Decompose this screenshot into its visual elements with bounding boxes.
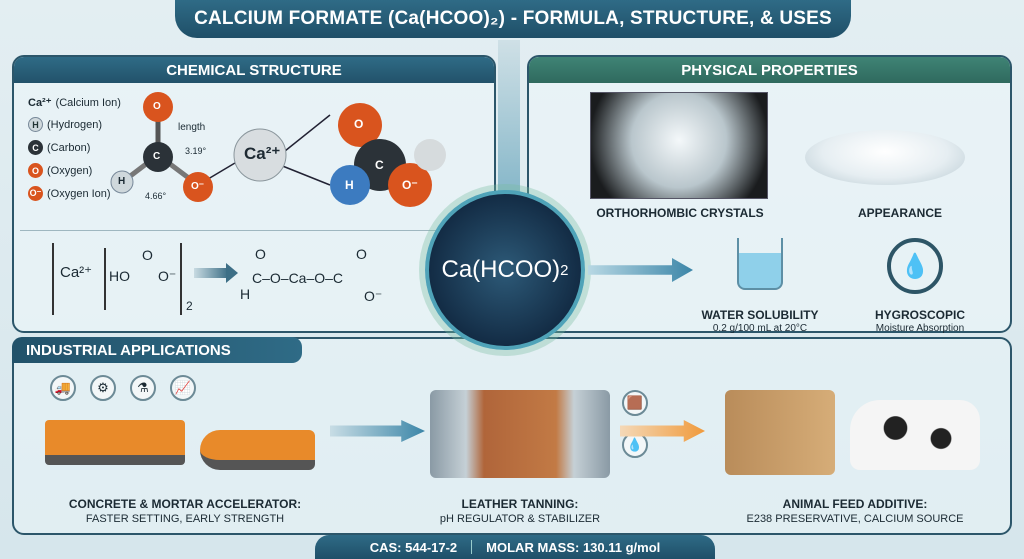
concrete-app-detail: FASTER SETTING, EARLY STRENGTH (85, 513, 285, 525)
atom-legend: Ca²⁺(Calcium Ion) H(Hydrogen) C(Carbon) … (28, 96, 121, 201)
powder-dish-image (805, 130, 965, 185)
physical-properties-header: PHYSICAL PROPERTIES (529, 57, 1010, 83)
feed-bags-illustration (725, 390, 835, 475)
legend-oxygen: O(Oxygen) (28, 163, 121, 178)
leather-app-title: LEATHER TANNING: (461, 497, 579, 511)
structure-divider (20, 230, 490, 231)
3d-o-label: O (354, 117, 364, 131)
formula-right-o-ion: O⁻ (364, 288, 383, 304)
water-solubility-detail: 0.2 g/100 mL at 20°C (712, 323, 808, 334)
truck-icon: 🚚 (50, 375, 76, 401)
center-formula-sub: 2 (560, 261, 569, 279)
arrow-icon (194, 268, 228, 278)
chemical-structure-header: CHEMICAL STRUCTURE (14, 57, 494, 83)
concrete-app-title: CONCRETE & MORTAR ACCELERATOR: (68, 497, 302, 511)
feed-app-title: ANIMAL FEED ADDITIVE: (782, 497, 928, 511)
cas-number: CAS: 544-17-2 (369, 539, 458, 555)
dump-truck-illustration (45, 420, 185, 465)
model-h: H (118, 176, 126, 187)
formula-left: Ca²⁺ HO O O⁻ 2 (52, 243, 193, 315)
model-o-ion: O⁻ (191, 181, 205, 192)
angle-label-2: 4.66° (145, 191, 167, 201)
formula-right-h: H (240, 286, 251, 302)
legend-oxygen-ion: O⁻(Oxygen Ion) (28, 186, 111, 201)
flask-icon: ⚗ (130, 375, 156, 401)
legend-hydrogen: H(Hydrogen) (28, 117, 121, 132)
legend-carbon: C(Carbon) (28, 140, 121, 155)
leather-hide-icon: 🟫 (622, 390, 648, 416)
molar-mass: MOLAR MASS: 130.11 g/mol (486, 539, 661, 555)
calcium-ion-sphere-label: Ca²⁺ (244, 144, 281, 163)
formula-right: O C–O–Ca–O–C H O O⁻ (240, 246, 390, 316)
left-to-tanning-arrow-icon (330, 420, 425, 442)
model-o-top: O (153, 101, 161, 112)
formula-ca: Ca²⁺ (60, 264, 93, 281)
model-c: C (153, 151, 161, 162)
center-molecule-circle: Ca(HCOO)2 (425, 190, 585, 350)
hygroscopic-title: HYGROSCOPIC (874, 308, 965, 322)
3d-c-label: C (375, 158, 384, 172)
formula-ho: HO (109, 268, 130, 284)
mixer-truck-illustration (200, 430, 315, 470)
center-formula: Ca(HCOO) (441, 256, 561, 283)
oxygen-atom-icon: O (28, 163, 43, 178)
footer-bar: CAS: 544-17-2 MOLAR MASS: 130.11 g/mol (315, 535, 715, 559)
tanning-machine-illustration (430, 390, 610, 478)
appearance-caption: APPEARANCE (857, 206, 942, 220)
legend-calcium: Ca²⁺(Calcium Ion) (28, 96, 121, 110)
formula-right-chain: C–O–Ca–O–C (252, 270, 344, 286)
hydrogen-atom-icon: H (28, 117, 43, 132)
crystals-caption: ORTHORHOMBIC CRYSTALS (596, 206, 764, 220)
carbon-atom-icon: C (28, 140, 43, 155)
industrial-applications-header: INDUSTRIAL APPLICATIONS (12, 337, 302, 363)
3d-h-label: H (345, 178, 354, 192)
orange-arrow-icon (620, 420, 705, 442)
hygroscopic-detail: Moisture Absorption (875, 323, 965, 334)
leather-app-detail: pH REGULATOR & STABILIZER (439, 513, 601, 525)
no-moisture-icon: 💧 (887, 238, 943, 294)
formula-o-ion: O⁻ (158, 268, 177, 284)
feed-app-detail: E238 PRESERVATIVE, CALCIUM SOURCE (746, 513, 964, 525)
3d-o-ion-label: O⁻ (402, 178, 418, 192)
formula-subscript: 2 (186, 299, 193, 313)
crystals-image (590, 92, 768, 199)
formate-ball-stick-diagram (110, 92, 446, 207)
cow-illustration (850, 400, 980, 470)
angle-label-1: 3.19° (185, 146, 207, 156)
arrow-head-icon (226, 263, 238, 283)
center-connector (498, 40, 520, 220)
main-title: CALCIUM FORMATE (Ca(HCOO)₂) - FORMULA, S… (175, 0, 851, 38)
gear-icon: ⚙ (90, 375, 116, 401)
industry-icons: 🚚 ⚙ ⚗ 📈 (50, 375, 196, 401)
oxygen-ion-atom-icon: O⁻ (28, 186, 43, 201)
formula-right-o1: O (255, 246, 266, 262)
water-solubility-title: WATER SOLUBILITY (701, 308, 819, 322)
formula-double-o: O (142, 247, 153, 263)
formula-right-o2: O (356, 246, 367, 262)
chart-icon: 📈 (170, 375, 196, 401)
bond-length-label: length (178, 122, 206, 133)
beaker-icon (737, 238, 783, 290)
